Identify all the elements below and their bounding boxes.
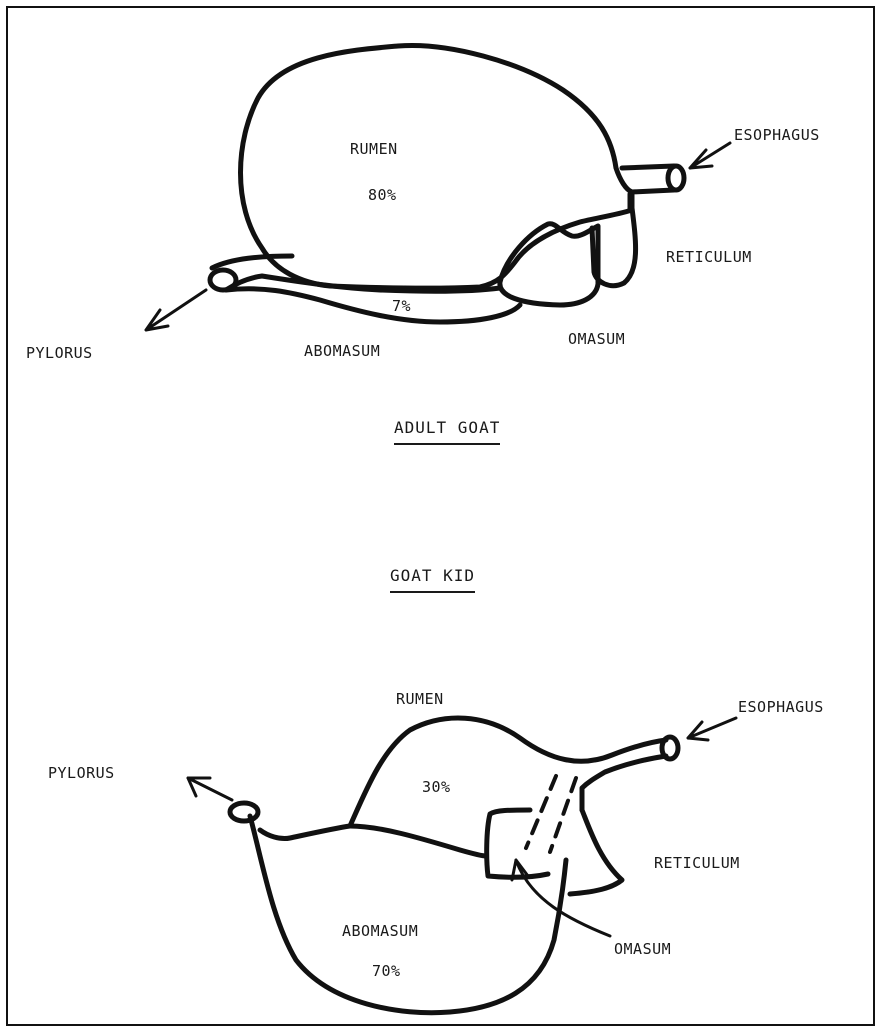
adult-stomach-drawing xyxy=(146,45,730,330)
goat-kid-title: GOAT KID xyxy=(390,566,475,593)
kid-abomasum-percent: 70% xyxy=(372,962,401,980)
adult-abomasum-outline xyxy=(212,256,520,322)
adult-rumen-label: RUMEN xyxy=(350,140,398,158)
kid-omasum-label: OMASUM xyxy=(614,940,671,958)
adult-reticulum-label: RETICULUM xyxy=(666,248,752,266)
adult-rumen-percent: 80% xyxy=(368,186,397,204)
kid-abomasum-outline xyxy=(250,816,566,1013)
kid-reticulum-outline xyxy=(570,810,622,894)
kid-pylorus-opening xyxy=(230,803,258,821)
kid-omasum-dashes xyxy=(526,776,576,852)
adult-omasum-label: OMASUM xyxy=(568,330,625,348)
kid-pylorus-arrow xyxy=(188,778,232,800)
kid-rumen-percent: 30% xyxy=(422,778,451,796)
adult-rumen-outline xyxy=(241,45,633,288)
adult-pylorus-arrow xyxy=(146,290,206,330)
adult-abomasum-label: ABOMASUM xyxy=(304,342,380,360)
kid-esophagus-label: ESOPHAGUS xyxy=(738,698,824,716)
adult-abomasum-percent: 7% xyxy=(392,297,411,315)
kid-abomasum-label: ABOMASUM xyxy=(342,922,418,940)
kid-reticulum-label: RETICULUM xyxy=(654,854,740,872)
kid-esophagus-arrow xyxy=(688,718,736,740)
adult-esophagus-arrow xyxy=(690,143,730,168)
kid-pylorus-label: PYLORUS xyxy=(48,764,115,782)
kid-rumen-label: RUMEN xyxy=(396,690,444,708)
adult-pylorus-opening xyxy=(210,270,236,290)
kid-esophagus-opening xyxy=(662,737,678,759)
adult-esophagus-opening xyxy=(668,166,684,190)
adult-pylorus-label: PYLORUS xyxy=(26,344,93,362)
kid-rumen-base xyxy=(350,826,486,856)
adult-goat-title: ADULT GOAT xyxy=(394,418,500,445)
adult-esophagus-label: ESOPHAGUS xyxy=(734,126,820,144)
